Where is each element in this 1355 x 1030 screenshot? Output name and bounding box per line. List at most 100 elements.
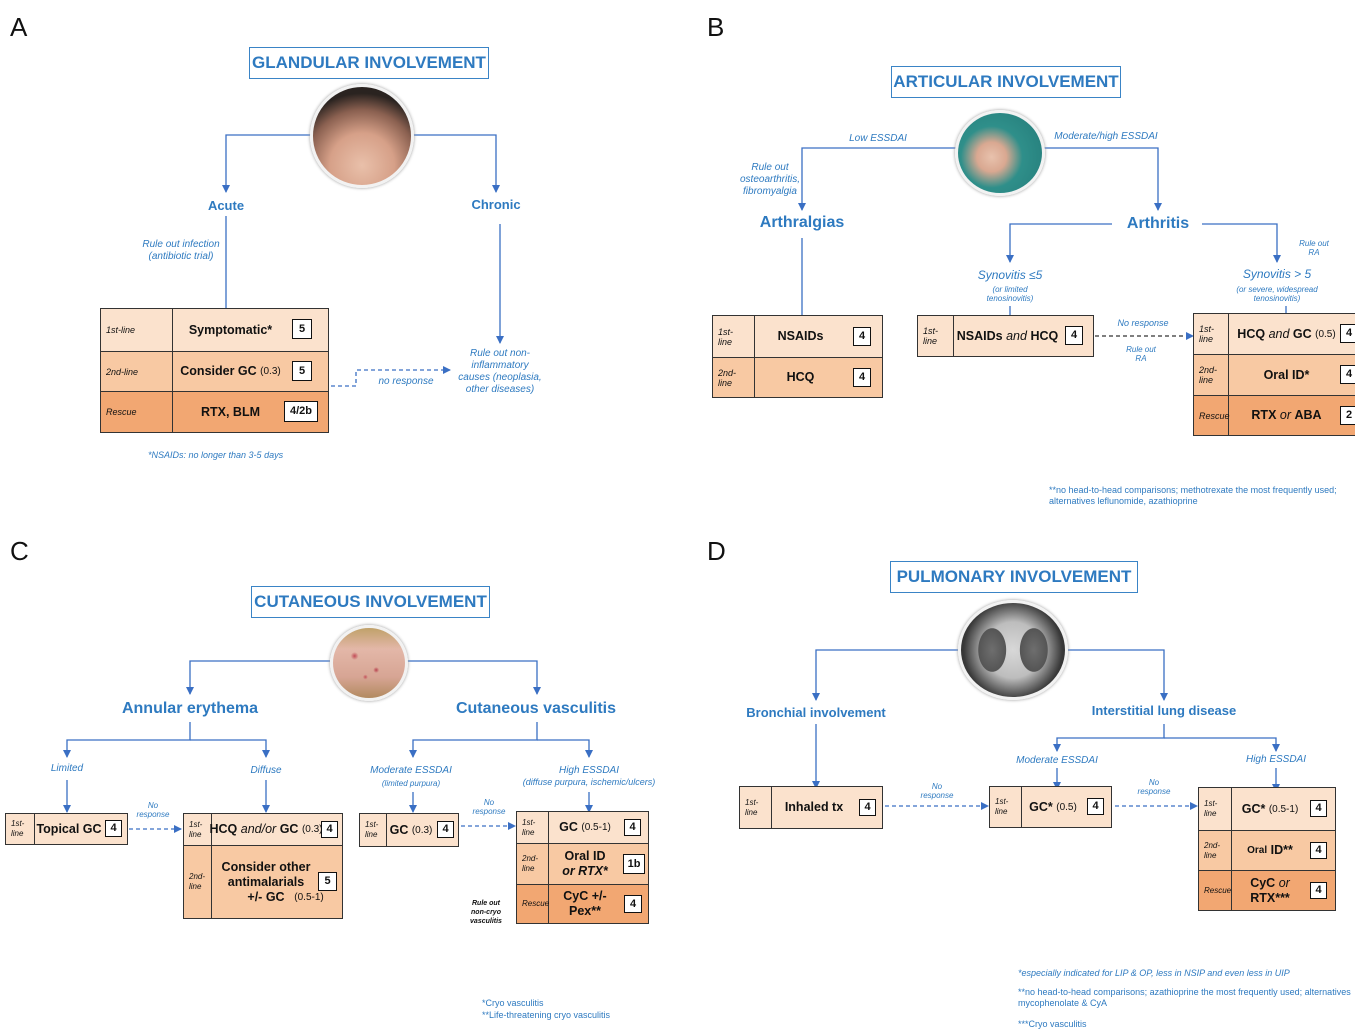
panel-a-acute: Acute — [207, 198, 245, 213]
line-label: 2nd- line — [713, 358, 755, 397]
line-label: 1st- line — [740, 787, 772, 828]
line-label: Rescue — [1194, 396, 1230, 435]
treatment-label: Inhaled tx — [784, 800, 844, 814]
evidence-box: 4 — [624, 819, 641, 836]
panel-c-rule-out-cryo: Rule out non-cryo vasculitis — [470, 900, 502, 925]
panel-a-title: GLANDULAR INVOLVEMENT — [249, 47, 489, 79]
treatment-label: HCQ — [786, 370, 815, 384]
panel-b-rule-out-ra: Rule out RA — [1126, 345, 1156, 363]
panel-d-gc-moderate-table: 1st- line GC* (0.5) 4 — [989, 786, 1112, 828]
table-row: 1st- line GC* (0.5-1) 4 — [1199, 788, 1335, 830]
line-label: 1st- line — [517, 812, 549, 843]
panel-c-no-response-1: No response — [136, 801, 170, 819]
line-label: 1st- line — [6, 814, 35, 844]
treatment-label: Consider other antimalarials +/- GC(0.5-… — [221, 859, 324, 904]
treatment-label: GC* (0.5-1) — [1241, 801, 1299, 816]
evidence-box: 4 — [1340, 324, 1355, 343]
treatment-label: Oral ID** — [1247, 843, 1293, 857]
line-label: 1st- line — [184, 814, 212, 845]
treatment-label: Topical GC — [36, 821, 102, 836]
treatment-label: GC* (0.5) — [1029, 799, 1077, 814]
panel-c-footnote-2: **Life-threatening cryo vasculitis — [482, 1010, 611, 1020]
line-label: Rescue — [1199, 871, 1232, 910]
panel-b-arthralgias: Arthralgias — [759, 214, 845, 231]
treatment-label: HCQ and GC (0.5) — [1237, 326, 1336, 341]
line-label: Rescue — [517, 885, 549, 923]
treatment-label: RTX, BLM — [200, 404, 261, 419]
panel-d-inhaled-table: 1st- line Inhaled tx 4 — [739, 786, 883, 829]
panel-d-high-table: 1st- line GC* (0.5-1) 4 2nd- line Oral I… — [1198, 787, 1336, 911]
panel-d-high: High ESSDAI — [1245, 754, 1307, 765]
panel-c-moderate: Moderate ESSDAI — [370, 765, 452, 776]
table-row: 1st- line NSAIDs 4 — [713, 316, 882, 357]
line-label: 2nd- line — [1199, 831, 1232, 870]
line-label: 2nd-line — [101, 352, 173, 391]
panel-d-letter: D — [707, 536, 726, 566]
panel-b-no-response: No response — [1117, 318, 1169, 328]
panel-a-footnote: *NSAIDs: no longer than 3-5 days — [148, 450, 284, 460]
evidence-box: 4 — [1310, 800, 1327, 817]
panel-b-synovitis-high: Synovitis > 5 — [1242, 267, 1312, 281]
table-row: 1st- line NSAIDs and HCQ 4 — [918, 316, 1093, 356]
panel-d-no-response-2: No response — [1137, 778, 1171, 796]
panel-b-synovitis-high-table: 1st- line HCQ and GC (0.5) 4 2nd- line O… — [1193, 313, 1355, 436]
panel-b-synovitis-low-table: 1st- line NSAIDs and HCQ 4 — [917, 315, 1094, 357]
evidence-box: 4 — [1310, 882, 1327, 899]
panel-d-footnote-3: ***Cryo vasculitis — [1018, 1019, 1087, 1029]
panel-b-arthritis: Arthritis — [1126, 215, 1190, 232]
table-row: Rescue CyC +/-Pex** 4 — [517, 884, 648, 923]
panel-c-gc-moderate-table: 1st- line GC (0.3) 4 — [359, 813, 459, 847]
treatment-label: HCQ and/or GC (0.3) — [209, 822, 323, 836]
panel-d-bronchial: Bronchial involvement — [746, 705, 886, 720]
evidence-box: 4 — [321, 821, 338, 838]
treatment-label: GC (0.3) — [389, 822, 433, 837]
panel-b-arthralgia-table: 1st- line NSAIDs 4 2nd- line HCQ 4 — [712, 315, 883, 398]
hands-photo — [955, 110, 1045, 196]
panel-b-rule-out-ra-top: Rule out RA — [1299, 239, 1329, 257]
table-row: Rescue RTX or ABA 2 — [1194, 395, 1355, 435]
table-row: Rescue RTX, BLM 4/2b — [101, 391, 328, 432]
panel-d-ild: Interstitial lung disease — [1091, 703, 1237, 718]
panel-b-synovitis-low: Synovitis ≤5 — [977, 268, 1043, 282]
treatment-label: Consider GC (0.3) — [180, 364, 281, 378]
evidence-box: 4 — [1310, 842, 1327, 859]
table-row: 2nd- line Oral ID* 4 — [1194, 354, 1355, 395]
panel-b-synovitis-low-sub: (or limited tenosinovitis) — [986, 285, 1034, 303]
panel-c-high: High ESSDAI — [558, 765, 620, 776]
panel-a-rule-out-infection: Rule out infection (antibiotic trial) — [142, 239, 220, 262]
panel-a-letter: A — [10, 12, 28, 42]
panel-d-moderate: Moderate ESSDAI — [1016, 755, 1098, 766]
purpura-legs-photo — [330, 625, 408, 701]
table-row: 1st-line Symptomatic* 5 — [101, 309, 328, 351]
parotid-swelling-photo — [310, 84, 414, 188]
evidence-box: 4/2b — [284, 401, 318, 422]
lung-ct-photo — [958, 600, 1068, 700]
panel-c-moderate-sub: (limited purpura) — [381, 779, 441, 788]
treatment-label: CyC +/-Pex** — [563, 889, 607, 918]
panel-c-diffuse: Diffuse — [250, 765, 282, 776]
panel-c-vasculitis: Cutaneous vasculitis — [455, 700, 617, 717]
panel-c-high-sub: (diffuse purpura, ischemic/ulcers) — [522, 777, 656, 787]
evidence-box: 4 — [853, 368, 871, 387]
panel-c-hcq-table: 1st- line HCQ and/or GC (0.3) 4 2nd- lin… — [183, 813, 343, 919]
panel-a-rule-out-noninflammatory: Rule out non- inflammatory causes (neopl… — [458, 348, 542, 395]
panel-b-footnote: **no head-to-head comparisons; methotrex… — [1049, 485, 1337, 506]
line-label: 1st- line — [1199, 788, 1232, 830]
evidence-box: 4 — [105, 820, 122, 837]
evidence-box: 4 — [1087, 798, 1104, 815]
table-row: 1st- line HCQ and GC (0.5) 4 — [1194, 314, 1355, 354]
panel-a-no-response: no response — [378, 376, 434, 387]
table-row: 1st- line HCQ and/or GC (0.3) 4 — [184, 814, 342, 845]
panel-d-footnote-2: **no head-to-head comparisons; azathiopr… — [1018, 987, 1351, 1008]
panel-c-no-response-2: No response — [472, 798, 506, 816]
evidence-box: 4 — [859, 799, 876, 816]
line-label: 1st- line — [990, 787, 1022, 827]
evidence-box: 4 — [1340, 365, 1355, 384]
evidence-box: 4 — [437, 821, 454, 838]
treatment-label: GC (0.5-1) — [559, 820, 611, 834]
panel-b-letter: B — [707, 12, 725, 42]
table-row: 1st- line GC (0.3) 4 — [360, 814, 458, 846]
panel-c-annular: Annular erythema — [121, 700, 259, 717]
